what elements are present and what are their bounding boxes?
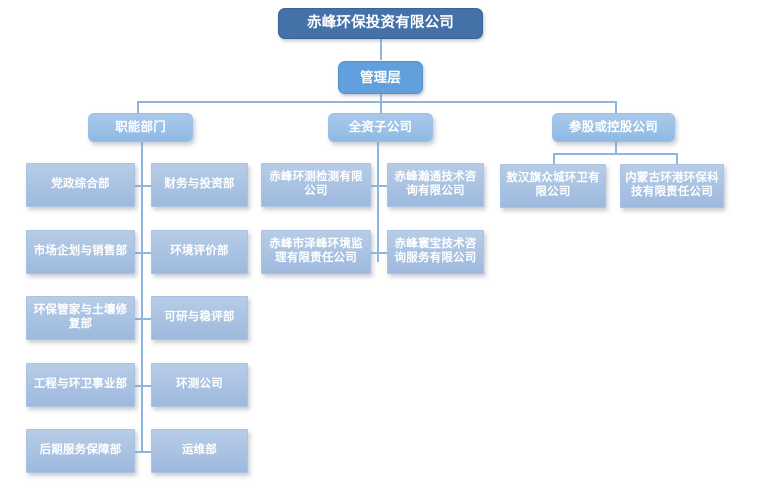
node-group-functional-departments[interactable]: 职能部门 [88, 113, 193, 142]
node-group-affiliated-or-holding-companies[interactable]: 参股或控股公司 [552, 113, 675, 142]
node-dept-environmental-monitoring-company[interactable]: 环测公司 [151, 363, 248, 407]
connector-rung-subsidiaries-1 [371, 185, 387, 187]
node-affiliate-inner-mongolia-huangang-env-tech[interactable]: 内蒙古环港环保科技有限责任公司 [620, 164, 724, 208]
node-dept-engineering-sanitation[interactable]: 工程与环卫事业部 [26, 363, 135, 407]
node-group-wholly-owned-subsidiaries[interactable]: 全资子公司 [328, 113, 433, 142]
node-dept-party-admin[interactable]: 党政综合部 [26, 163, 135, 207]
connector-rung-functional-2 [135, 252, 151, 254]
node-affiliate-aohanqi-zhongcheng-sanitation[interactable]: 敖汉旗众城环卫有限公司 [500, 164, 606, 208]
connector-management-down [380, 93, 382, 102]
node-subsidiary-chifeng-zefeng-supervision[interactable]: 赤峰市泽峰环境监理有限责任公司 [261, 230, 371, 274]
connector-affiliated-left-drop [553, 153, 555, 164]
connector-affiliated-bar [553, 153, 677, 155]
node-management[interactable]: 管理层 [338, 61, 423, 94]
connector-rung-subsidiaries-2 [371, 252, 387, 254]
connector-spine-functional [141, 142, 143, 452]
connector-affiliated-right-drop [676, 153, 678, 164]
node-dept-feasibility-stability-assessment[interactable]: 可研与稳评部 [151, 296, 248, 340]
node-dept-environmental-assessment[interactable]: 环境评价部 [151, 230, 248, 274]
connector-rung-functional-5 [135, 451, 151, 453]
node-dept-operations-maintenance[interactable]: 运维部 [151, 429, 248, 473]
connector-distributor-bar [137, 101, 616, 103]
connector-root-to-management [380, 38, 382, 60]
connector-spine-subsidiaries [377, 142, 379, 262]
node-dept-market-planning-sales[interactable]: 市场企划与销售部 [26, 230, 135, 274]
connector-rung-functional-1 [135, 185, 151, 187]
node-subsidiary-chifeng-hantong-consulting[interactable]: 赤峰瀚通技术咨询有限公司 [387, 163, 484, 207]
connector-drop-subsidiaries [380, 101, 382, 113]
node-dept-after-service-support[interactable]: 后期服务保障部 [26, 429, 135, 473]
node-subsidiary-chifeng-huanbao-consulting-service[interactable]: 赤峰寰宝技术咨询服务有限公司 [387, 230, 484, 274]
node-dept-finance-investment[interactable]: 财务与投资部 [151, 163, 248, 207]
connector-rung-functional-4 [135, 385, 151, 387]
node-root[interactable]: 赤峰环保投资有限公司 [278, 8, 483, 39]
connector-drop-affiliated [615, 101, 617, 113]
node-dept-env-butler-soil-remediation[interactable]: 环保管家与土壤修复部 [26, 296, 135, 340]
node-subsidiary-chifeng-huance-testing[interactable]: 赤峰环测检测有限公司 [261, 163, 371, 207]
connector-drop-functional [137, 101, 139, 113]
connector-affiliated-stem [615, 142, 617, 154]
connector-rung-functional-3 [135, 318, 151, 320]
